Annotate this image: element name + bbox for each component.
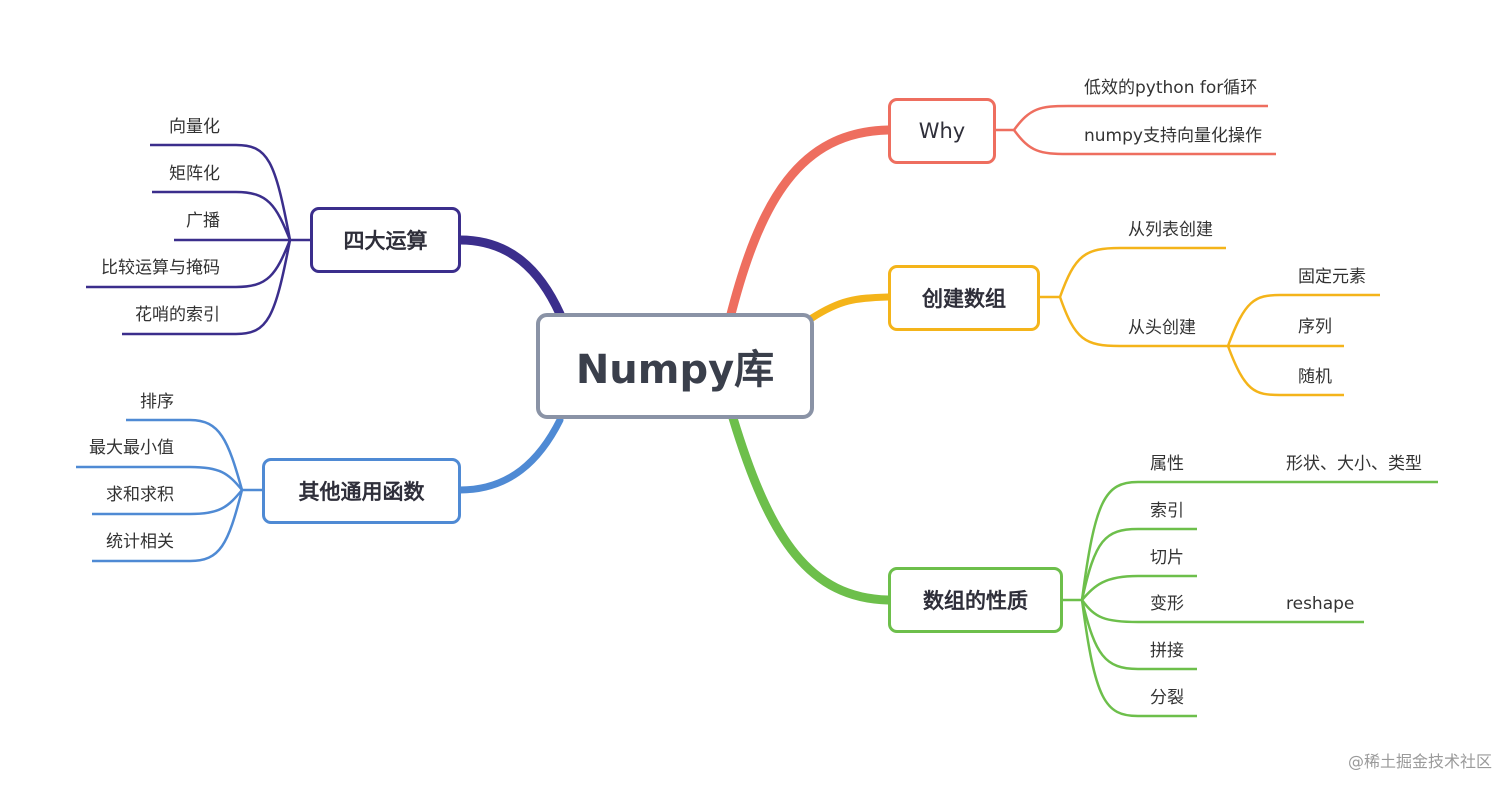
node-create[interactable]: 创建数组 xyxy=(888,265,1040,331)
connector-root-props xyxy=(728,413,893,605)
props-child-split[interactable]: 分裂 xyxy=(1150,688,1184,708)
node-why-label: Why xyxy=(918,119,966,143)
ops-child-matrix[interactable]: 矩阵化 xyxy=(169,164,220,184)
funcs-children-connectors xyxy=(76,418,262,563)
funcs-child-stats[interactable]: 统计相关 xyxy=(106,532,174,552)
funcs-child-minmax[interactable]: 最大最小值 xyxy=(89,438,174,458)
ops-children-connectors xyxy=(86,143,310,336)
connector-root-ops xyxy=(455,235,565,319)
ops-child-fancy-index[interactable]: 花哨的索引 xyxy=(135,305,220,325)
create-sub-sequence[interactable]: 序列 xyxy=(1298,317,1332,337)
why-child-1[interactable]: 低效的python for循环 xyxy=(1084,78,1258,98)
root-node[interactable]: Numpy库 xyxy=(536,313,814,419)
node-create-label: 创建数组 xyxy=(922,287,1006,311)
node-props[interactable]: 数组的性质 xyxy=(888,567,1063,633)
create-sub-random[interactable]: 随机 xyxy=(1298,367,1332,387)
node-ops[interactable]: 四大运算 xyxy=(310,207,461,273)
props-child-concat[interactable]: 拼接 xyxy=(1150,641,1184,661)
props-child-reshape[interactable]: 变形 xyxy=(1150,594,1184,614)
node-funcs[interactable]: 其他通用函数 xyxy=(262,458,461,524)
ops-child-compare-mask[interactable]: 比较运算与掩码 xyxy=(101,258,220,278)
node-why[interactable]: Why xyxy=(888,98,996,164)
create-child-list[interactable]: 从列表创建 xyxy=(1128,220,1213,240)
props-child-slice[interactable]: 切片 xyxy=(1150,548,1184,568)
why-child-2[interactable]: numpy支持向量化操作 xyxy=(1084,126,1262,146)
create-child-scratch[interactable]: 从头创建 xyxy=(1128,318,1196,338)
props-attr-detail[interactable]: 形状、大小、类型 xyxy=(1286,454,1422,474)
root-label: Numpy库 xyxy=(575,347,775,393)
props-reshape-detail[interactable]: reshape xyxy=(1286,594,1355,614)
why-children-connectors xyxy=(996,104,1276,156)
node-props-label: 数组的性质 xyxy=(923,589,1028,613)
create-children-connectors xyxy=(1040,246,1380,397)
create-sub-fixed[interactable]: 固定元素 xyxy=(1298,267,1366,287)
ops-child-broadcast[interactable]: 广播 xyxy=(186,211,220,231)
props-children-connectors xyxy=(1062,480,1438,718)
connector-root-create xyxy=(808,293,892,322)
node-funcs-label: 其他通用函数 xyxy=(298,480,425,504)
props-child-attr[interactable]: 属性 xyxy=(1150,454,1184,474)
ops-child-vectorize[interactable]: 向量化 xyxy=(169,117,220,137)
connector-root-why xyxy=(725,125,893,323)
watermark: @稀土掘金技术社区 xyxy=(1347,752,1492,771)
props-child-index[interactable]: 索引 xyxy=(1150,501,1184,521)
funcs-child-sumprod[interactable]: 求和求积 xyxy=(106,485,174,505)
connector-root-funcs xyxy=(456,416,564,494)
funcs-child-sort[interactable]: 排序 xyxy=(140,392,174,412)
node-ops-label: 四大运算 xyxy=(343,229,428,253)
